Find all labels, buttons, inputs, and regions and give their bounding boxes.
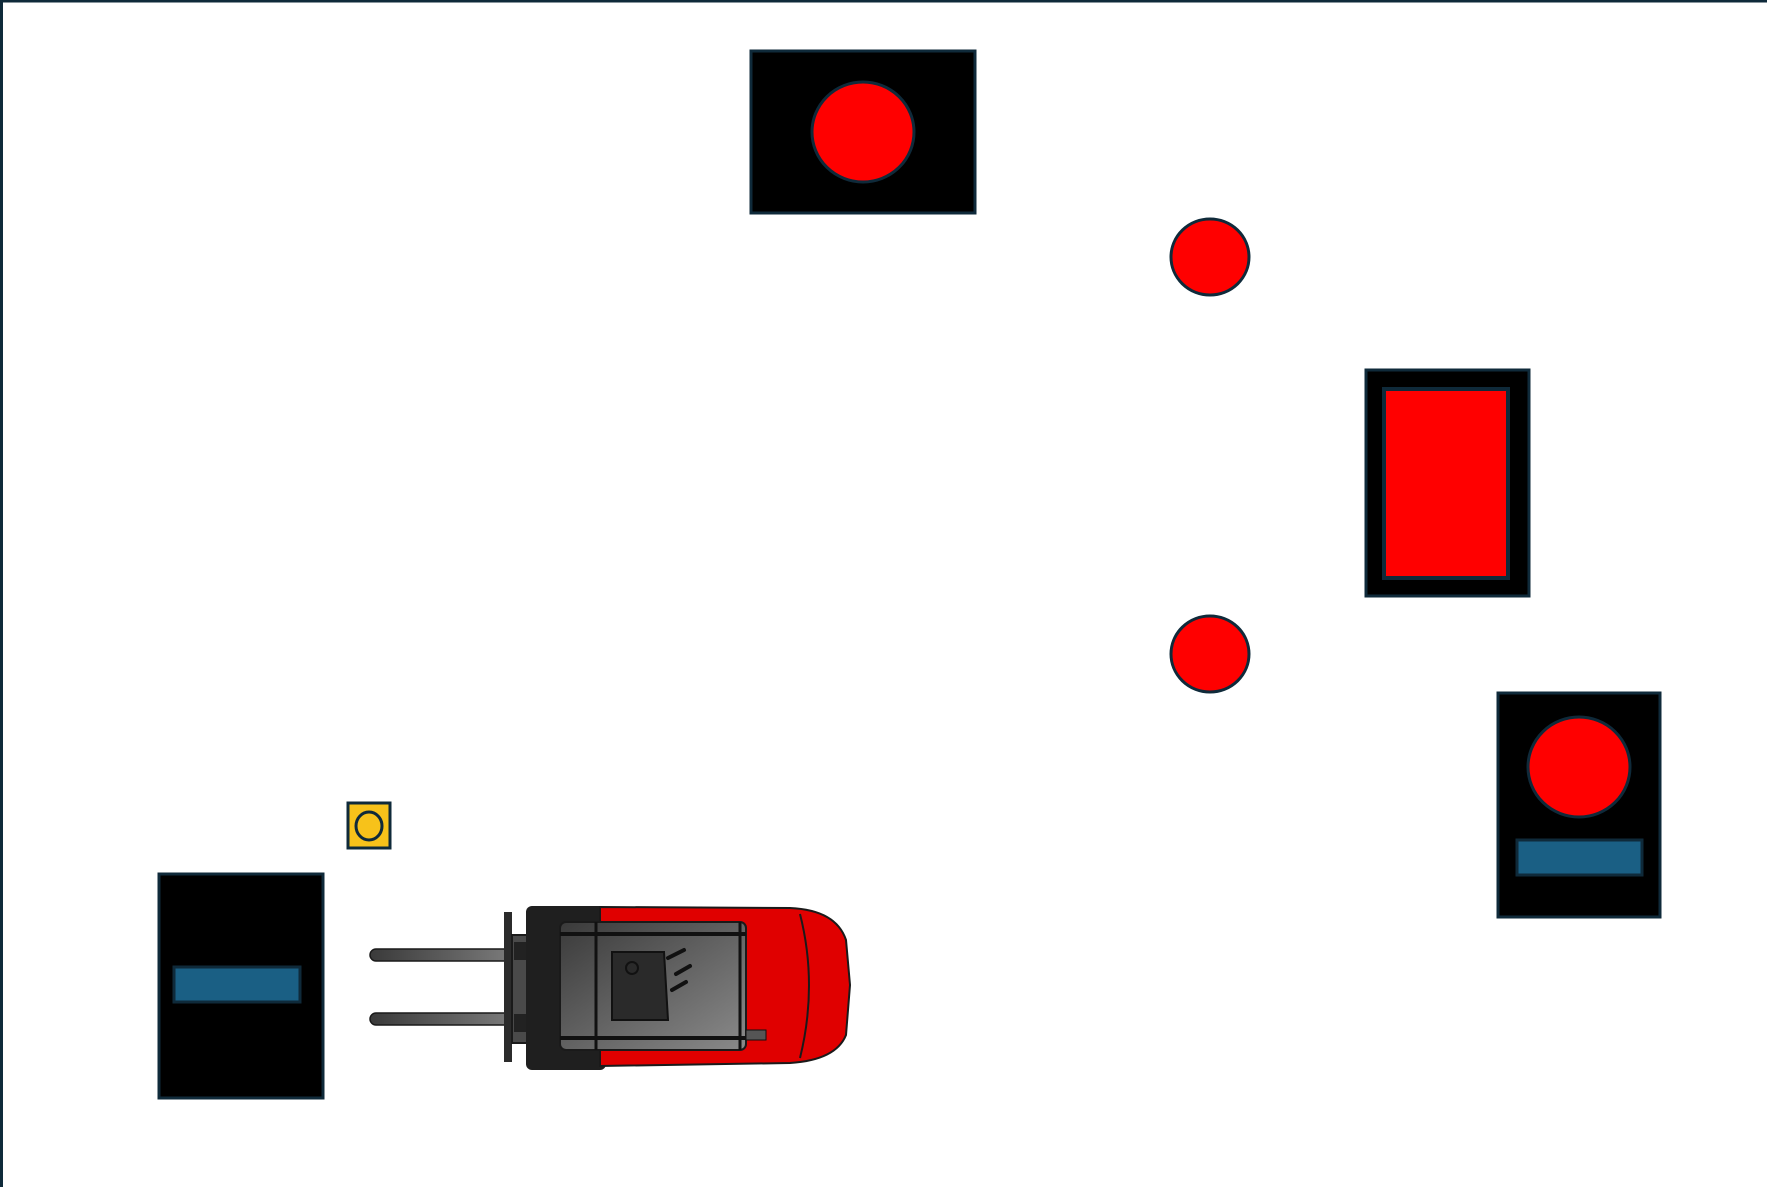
station-right-lower-pallet[interactable] [1498, 693, 1660, 917]
forklift-icon[interactable] [370, 906, 850, 1070]
forklift-seat [612, 952, 668, 1020]
station-right-lower-slot [1517, 840, 1642, 875]
marker-yellow[interactable] [348, 803, 390, 848]
forklift-carriage [504, 912, 512, 1062]
forklift-fork-upper [370, 949, 510, 961]
station-top-target [812, 82, 914, 182]
station-right-lower-target [1528, 717, 1630, 817]
station-left-pallet[interactable] [159, 874, 323, 1098]
forklift-rear-grille [746, 1030, 766, 1040]
station-left-slot [174, 967, 300, 1002]
station-right-rect-target[interactable] [1366, 370, 1529, 596]
station-right-target [1384, 389, 1508, 578]
target-upper-right[interactable] [1171, 219, 1249, 295]
station-top-round-target[interactable] [751, 51, 975, 213]
forklift-fork-lower [370, 1013, 510, 1025]
target-middle-right[interactable] [1171, 616, 1249, 692]
